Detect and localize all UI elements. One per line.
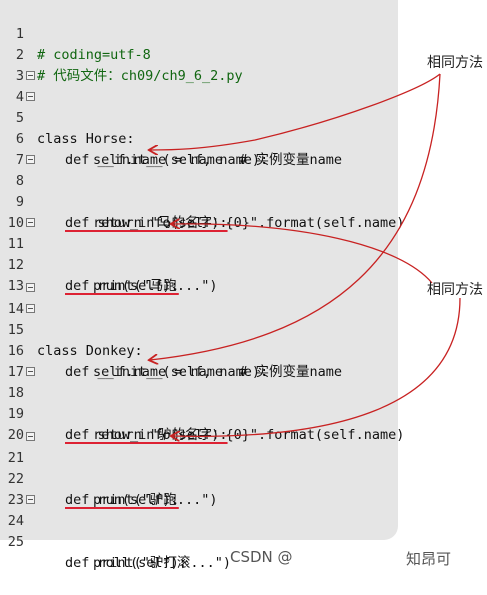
code-line-9: 9 return "马的名字：{0}".format(self.name) <box>0 171 404 231</box>
line-number: 21 <box>7 450 24 466</box>
annotation-label-bottom: 相同方法 <box>427 282 483 298</box>
code-line-14: 14 class Donkey: <box>0 278 398 359</box>
code-line-16: 16 self.name = name # 实例变量name <box>0 320 398 380</box>
code-line-6: 6 self.name = name # 实例变量name <box>0 108 398 168</box>
line-number: 6 <box>15 131 24 147</box>
code-line-18: 18 def show_info(self): <box>0 362 398 443</box>
code-line-22: 22 print("驴跑...") <box>0 448 398 508</box>
code-line-10: 10 <box>0 192 398 231</box>
line-number: 11 <box>7 236 24 252</box>
code-text: print("驴跑...") <box>93 492 218 508</box>
line-number: 17 <box>7 364 24 380</box>
code-line-5: 5 def __init__(self, name): <box>0 87 398 168</box>
footer-right: 知昂可 <box>406 550 452 568</box>
fold-toggle-icon[interactable] <box>26 304 35 313</box>
code-line-20: 20 <box>0 404 398 443</box>
code-text: print("驴打滚...") <box>93 555 232 571</box>
code-line-1: 1 # coding=utf-8 <box>0 3 398 63</box>
code-text: def roll(self): <box>65 555 187 571</box>
code-line-17: 17 <box>0 341 398 380</box>
line-number: 23 <box>7 492 24 508</box>
code-panel: 1 # coding=utf-8 2 # 代码文件：ch09/ch9_6_2.p… <box>0 0 405 571</box>
line-number: 8 <box>15 173 24 189</box>
code-line-3: 3 <box>0 45 398 84</box>
line-number: 22 <box>7 471 24 487</box>
code-line-21: 21 def run(self): <box>0 427 398 508</box>
fold-toggle-icon[interactable] <box>26 495 35 504</box>
fold-toggle-icon[interactable] <box>26 367 35 376</box>
line-number: 15 <box>7 322 24 338</box>
code-line-8: 8 def show_info(self): <box>0 150 398 231</box>
code-text-highlighted: def run(self): <box>65 492 179 508</box>
line-number: 2 <box>15 47 24 63</box>
line-number: 4 <box>15 89 24 105</box>
line-number: 20 <box>7 427 24 443</box>
line-number: 12 <box>7 257 24 273</box>
line-number: 10 <box>7 215 24 231</box>
code-line-2: 2 # 代码文件：ch09/ch9_6_2.py <box>0 24 398 84</box>
code-line-7: 7 <box>0 129 398 168</box>
code-line-4: 4 class Horse: <box>0 66 398 147</box>
line-number: 13 <box>7 278 24 294</box>
code-text: class Donkey: <box>37 343 143 359</box>
code-line-24: 24 def roll(self): <box>0 490 398 571</box>
line-number: 9 <box>15 194 24 210</box>
fold-toggle-icon[interactable] <box>26 71 35 80</box>
line-number: 19 <box>7 406 24 422</box>
fold-toggle-icon[interactable] <box>26 92 35 101</box>
line-number: 16 <box>7 343 24 359</box>
line-number: 7 <box>15 152 24 168</box>
line-number: 5 <box>15 110 24 126</box>
fold-toggle-icon[interactable] <box>26 218 35 227</box>
line-number: 18 <box>7 385 24 401</box>
fold-toggle-icon[interactable] <box>26 155 35 164</box>
line-number: 24 <box>7 513 24 529</box>
code-text: class Horse: <box>37 131 135 147</box>
code-line-15: 15 def __init__(self, name): <box>0 299 398 380</box>
line-number: 1 <box>15 26 24 42</box>
fold-toggle-icon[interactable] <box>26 432 35 441</box>
code-line-19: 19 return "驴的名字：{0}".format(self.name) <box>0 383 405 443</box>
annotation-label-top: 相同方法 <box>427 55 483 71</box>
line-number: 14 <box>7 301 24 317</box>
footer-left: CSDN @ <box>230 548 293 566</box>
fold-toggle-icon[interactable] <box>26 283 35 292</box>
code-line-13: 13 <box>0 255 398 294</box>
line-number: 3 <box>15 68 24 84</box>
code-line-12: 12 print("马跑...") <box>0 234 398 294</box>
code-line-23: 23 <box>0 469 398 508</box>
code-text: # coding=utf-8 <box>37 47 151 63</box>
code-line-11: 11 def run(self): <box>0 213 398 294</box>
code-line-25: 25 print("驴打滚...") <box>0 511 398 571</box>
line-number: 25 <box>7 534 24 550</box>
